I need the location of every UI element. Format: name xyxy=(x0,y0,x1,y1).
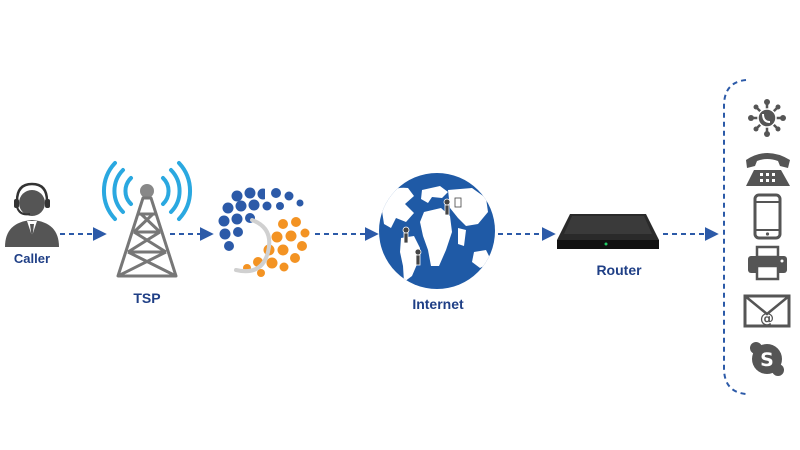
skype-icon: S xyxy=(750,342,784,376)
internet-label: Internet xyxy=(412,296,464,312)
mobile-phone-icon xyxy=(753,193,782,240)
email-icon: @ xyxy=(743,294,791,328)
caller-headset-icon xyxy=(5,182,59,247)
svg-text:S: S xyxy=(760,349,774,371)
router-label: Router xyxy=(596,262,642,278)
caller-label: Caller xyxy=(13,251,51,266)
router-icon xyxy=(557,214,659,249)
network-hub-icon xyxy=(748,99,786,137)
printer-icon xyxy=(748,245,787,281)
desk-telephone-icon xyxy=(746,153,790,186)
endpoints-bracket xyxy=(723,79,747,395)
cell-tower-icon xyxy=(101,161,193,278)
provider-logo-icon xyxy=(218,187,310,277)
svg-text:@: @ xyxy=(760,311,774,327)
globe-icon xyxy=(379,173,495,289)
tsp-label: TSP xyxy=(133,290,161,306)
